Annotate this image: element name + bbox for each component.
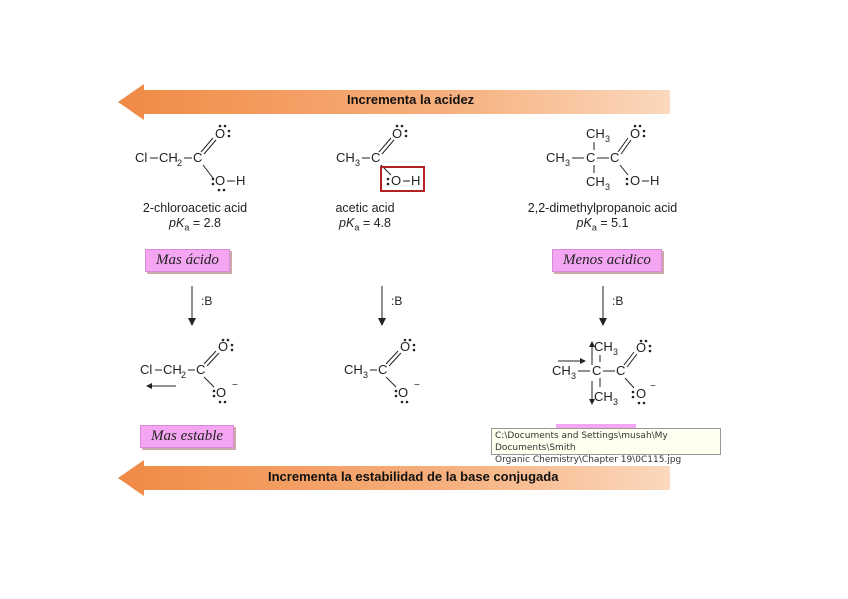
- menos-acidico-label: Menos acidico: [552, 249, 662, 272]
- down-arrow-icon: [599, 286, 607, 326]
- acid-name: 2-chloroacetic acid: [142, 201, 248, 215]
- svg-text:CH: CH: [586, 126, 605, 141]
- atom-label: Cl: [135, 150, 147, 165]
- down-arrow-icon: [378, 286, 386, 326]
- svg-text:C: C: [378, 362, 387, 377]
- acidity-arrow-label: Incrementa la acidez: [347, 92, 475, 107]
- pka-value: pKa = 2.8: [169, 216, 221, 233]
- svg-text:CH: CH: [163, 362, 182, 377]
- acetic-acid-caption: acetic acid pKa = 4.8: [320, 201, 410, 236]
- base-label: :B: [391, 294, 403, 308]
- stability-arrow: [118, 458, 670, 498]
- acid-name: acetic acid: [335, 201, 395, 215]
- svg-text:3: 3: [605, 134, 610, 144]
- dimethylpropanoic-acid-caption: 2,2-dimethylpropanoic acid pKa = 5.1: [510, 201, 695, 236]
- left-arrow-icon: [118, 460, 670, 496]
- svg-text:O: O: [392, 126, 402, 141]
- pka-value: pKa = 4.8: [339, 216, 391, 233]
- svg-text:2: 2: [177, 158, 182, 168]
- svg-text:C: C: [592, 363, 601, 378]
- svg-text:C: C: [586, 150, 595, 165]
- svg-text:CH: CH: [594, 389, 613, 404]
- svg-text:O: O: [400, 339, 410, 354]
- svg-text:C: C: [193, 150, 202, 165]
- acid-name: 2,2-dimethylpropanoic acid: [527, 201, 678, 215]
- base-label: :B: [201, 294, 213, 308]
- svg-text:3: 3: [355, 158, 360, 168]
- svg-text:CH: CH: [586, 174, 605, 189]
- svg-text:H: H: [236, 173, 245, 188]
- acidity-arrow: [118, 82, 670, 122]
- svg-text:CH: CH: [159, 150, 178, 165]
- svg-text:CH: CH: [344, 362, 363, 377]
- svg-text:O: O: [630, 173, 640, 188]
- svg-text:CH: CH: [336, 150, 355, 165]
- svg-text:3: 3: [363, 370, 368, 380]
- mas-estable-label: Mas estable: [140, 425, 235, 448]
- svg-text:O: O: [398, 385, 408, 400]
- chloroacetic-acid-caption: 2-chloroacetic acid pKa = 2.8: [130, 201, 260, 236]
- svg-text:−: −: [232, 380, 238, 391]
- svg-text:3: 3: [613, 397, 618, 407]
- left-arrow-icon: [118, 84, 670, 120]
- svg-text:O: O: [218, 339, 228, 354]
- svg-text:−: −: [414, 380, 420, 391]
- svg-text:C: C: [371, 150, 380, 165]
- svg-text:H: H: [411, 173, 420, 188]
- down-arrow-icon: [188, 286, 196, 326]
- svg-text:CH: CH: [594, 339, 613, 354]
- svg-text:O: O: [216, 385, 226, 400]
- svg-text:C: C: [616, 363, 625, 378]
- svg-text:3: 3: [571, 371, 576, 381]
- svg-text:3: 3: [565, 158, 570, 168]
- svg-text:C: C: [610, 150, 619, 165]
- svg-text:−: −: [650, 381, 656, 392]
- svg-text:H: H: [650, 173, 659, 188]
- svg-text:CH: CH: [552, 363, 571, 378]
- svg-text:O: O: [215, 126, 225, 141]
- svg-text:CH: CH: [546, 150, 565, 165]
- svg-text:3: 3: [605, 182, 610, 192]
- stability-arrow-label: Incrementa la estabilidad de la base con…: [268, 469, 559, 484]
- svg-text:O: O: [636, 340, 646, 355]
- base-label: :B: [612, 294, 624, 308]
- svg-text:Cl: Cl: [140, 362, 152, 377]
- svg-text:2: 2: [181, 370, 186, 380]
- mas-acido-label: Mas ácido: [145, 249, 230, 272]
- svg-text:O: O: [215, 173, 225, 188]
- svg-text:O: O: [636, 386, 646, 401]
- svg-text:3: 3: [613, 347, 618, 357]
- svg-text:O: O: [391, 173, 401, 188]
- svg-text:O: O: [630, 126, 640, 141]
- oh-highlight-box: [380, 166, 425, 192]
- file-path-tooltip: C:\Documents and Settings\musah\My Docum…: [491, 428, 721, 465]
- svg-text:C: C: [196, 362, 205, 377]
- pka-value: pKa = 5.1: [576, 216, 629, 233]
